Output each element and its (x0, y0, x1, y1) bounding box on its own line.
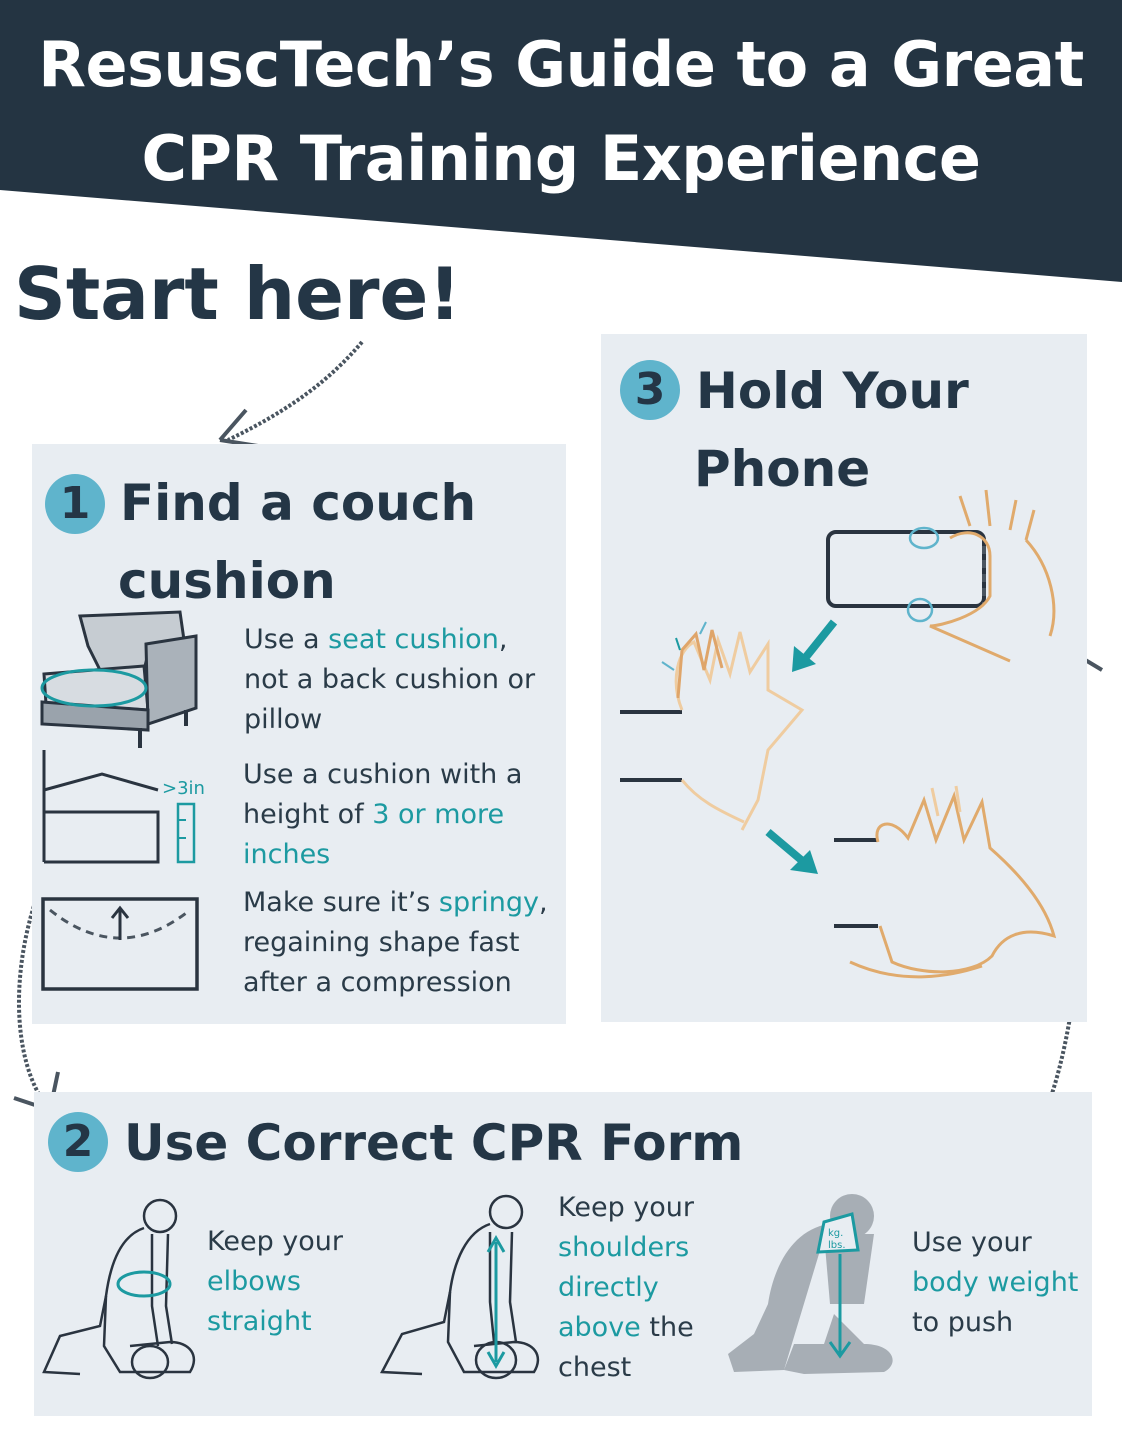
step2-tip-line: elbows (207, 1262, 343, 1302)
tip-text: , (498, 624, 508, 655)
tip-text: , (538, 887, 548, 918)
kneeling-figure-elbows-icon (42, 1198, 196, 1380)
tip-text: regaining shape fast (243, 927, 520, 958)
step2-tip-shoulders: Keep your shoulders directly above the chest (558, 1188, 694, 1388)
step1-tip-line: inches (243, 835, 522, 875)
kneeling-figure-shoulders-icon (379, 1194, 540, 1380)
step1-title-line2: cushion (118, 552, 336, 610)
phone-in-hand-icon (826, 489, 1056, 663)
header-banner (0, 0, 1122, 282)
step1-tip-springy: Make sure it’s springy, regaining shape f… (243, 883, 548, 1003)
step1-tip-line: not a back cushion or (244, 660, 535, 700)
step2-title: Use Correct CPR Form (124, 1114, 744, 1172)
hands-on-chest-icon (620, 621, 805, 831)
highlight-text: elbows (207, 1266, 301, 1297)
tip-text: Use your (912, 1227, 1032, 1258)
armchair-icon (40, 610, 198, 748)
step3-number-badge: 3 (620, 360, 680, 420)
step2-tip-line: shoulders (558, 1228, 694, 1268)
step1-tip-line: pillow (244, 700, 535, 740)
springy-cushion-icon (41, 897, 199, 991)
down-left-arrow-icon (792, 619, 838, 672)
step3-title-line2: Phone (694, 440, 871, 498)
ruler-label: >3in (162, 778, 205, 799)
step2-tip-line: to push (912, 1303, 1078, 1343)
step2-tip-line: body weight (912, 1263, 1078, 1303)
step2-tip-line: chest (558, 1348, 694, 1388)
step2-tip-line: straight (207, 1302, 343, 1342)
cushion-height-icon: >3in (42, 750, 205, 864)
step1-tip-line: height of 3 or more (243, 795, 522, 835)
tip-text: Keep your (207, 1226, 344, 1257)
page-title-line2: CPR Training Experience (141, 122, 981, 195)
step2-tip-line: Use your (912, 1223, 1078, 1263)
highlight-text: straight (207, 1306, 312, 1337)
step3-panel (601, 334, 1087, 1022)
start-here-label: Start here! (14, 252, 462, 336)
tip-text: Use a (244, 624, 329, 655)
tip-text: to push (912, 1307, 1014, 1338)
step2-tip-line: directly (558, 1268, 694, 1308)
step2-tip-line: above the (558, 1308, 694, 1348)
highlight-text: seat cushion (328, 624, 499, 655)
step2-tip-body-weight: Use your body weight to push (912, 1223, 1078, 1343)
step3-title-line1: Hold Your (696, 362, 969, 420)
highlight-text: 3 or more (372, 799, 505, 830)
weight-label-lbs: lbs. (828, 1240, 846, 1251)
highlight-text: springy (438, 887, 539, 918)
step1-tip-line: Make sure it’s springy, (243, 883, 548, 923)
tip-text: not a back cushion or (244, 664, 536, 695)
tip-text: after a compression (243, 967, 512, 998)
interlocked-hands-icon (834, 785, 1057, 979)
tip-text: pillow (244, 704, 323, 735)
step1-tip-line: after a compression (243, 963, 548, 1003)
body-weight-figure-icon: kg. lbs. (728, 1194, 893, 1374)
tip-text: Use a cushion with a (243, 759, 523, 790)
tip-text: Make sure it’s (243, 887, 439, 918)
step2-panel (34, 1092, 1092, 1416)
step1-title-line1: Find a couch (120, 474, 477, 532)
tip-text: height of (243, 799, 373, 830)
highlight-text: body weight (912, 1267, 1079, 1298)
tip-text: Keep your (558, 1192, 695, 1223)
weight-label-kg: kg. (828, 1228, 843, 1239)
step1-tip-line: Use a seat cushion, (244, 620, 535, 660)
step1-tip-seat-cushion: Use a seat cushion, not a back cushion or… (244, 620, 535, 740)
highlight-text: directly (558, 1272, 659, 1303)
highlight-text: above (558, 1312, 641, 1343)
step1-number-badge: 1 (45, 474, 105, 534)
step2-number-badge: 2 (48, 1112, 108, 1172)
step2-tip-line: Keep your (558, 1188, 694, 1228)
tip-text: the (640, 1312, 694, 1343)
step2-tip-line: Keep your (207, 1222, 343, 1262)
tip-text: chest (558, 1352, 632, 1383)
step1-tip-cushion-height: Use a cushion with a height of 3 or more i… (243, 755, 522, 875)
page-title-line1: ResuscTech’s Guide to a Great (38, 28, 1084, 101)
step2-tip-elbows: Keep your elbows straight (207, 1222, 343, 1342)
highlight-text: shoulders (558, 1232, 690, 1263)
down-right-arrow-icon (765, 828, 818, 874)
step1-tip-line: Use a cushion with a (243, 755, 522, 795)
step1-tip-line: regaining shape fast (243, 923, 548, 963)
highlight-text: inches (243, 839, 331, 870)
